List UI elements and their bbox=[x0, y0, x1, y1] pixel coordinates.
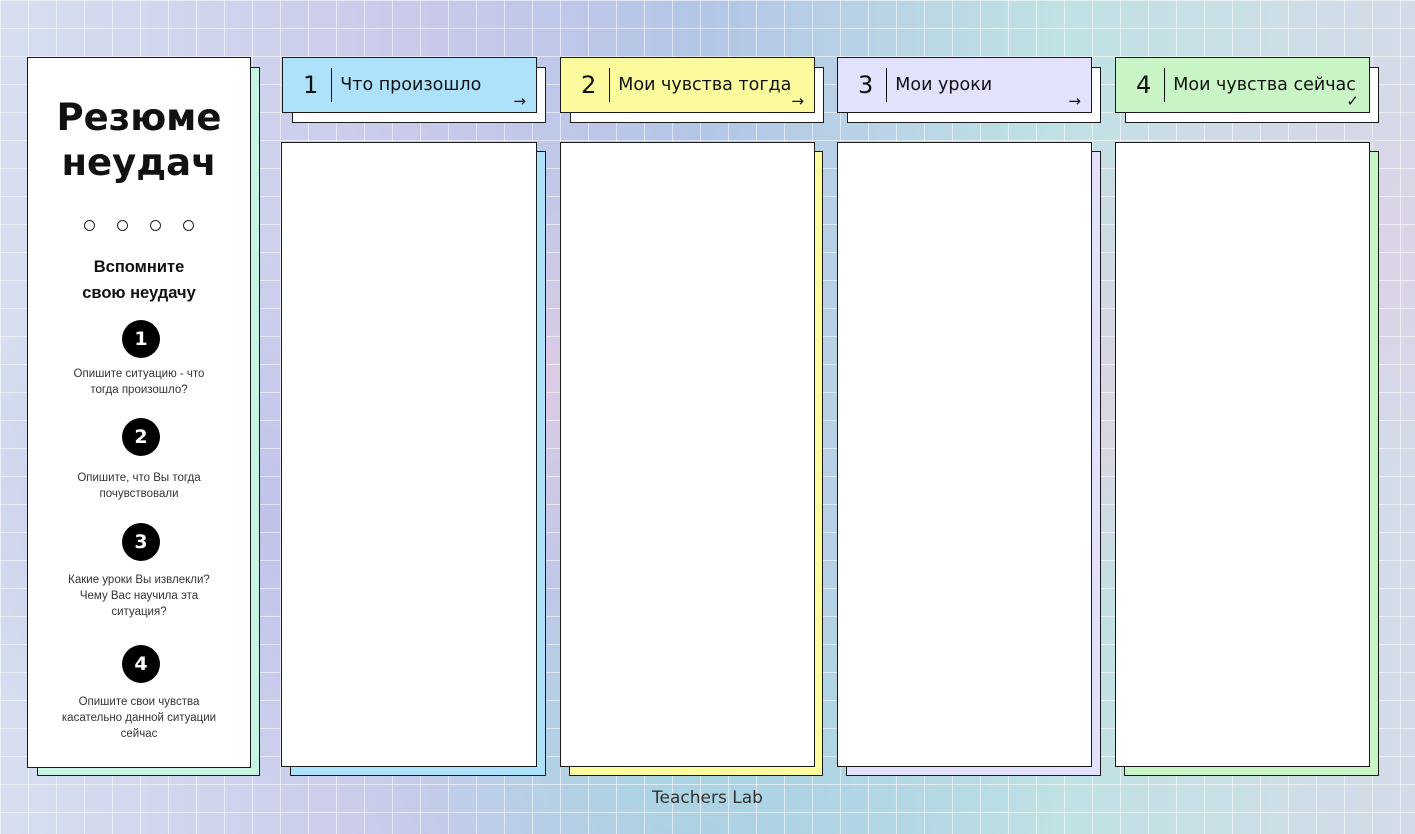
column-2-label: Мои чувства тогда bbox=[618, 75, 792, 95]
column-3-number: 3 bbox=[838, 68, 888, 102]
column-4-header[interactable]: 4 Мои чувства сейчас ✓ bbox=[1115, 57, 1370, 113]
step-2-text: Опишите, что Вы тогда почувствовали bbox=[48, 470, 230, 502]
decorative-dots bbox=[28, 220, 250, 231]
step-4-badge: 4 bbox=[122, 645, 160, 683]
column-2-header[interactable]: 2 Мои чувства тогда → bbox=[560, 57, 815, 113]
step-4-text-line2: касательно данной ситуации bbox=[61, 712, 217, 724]
arrow-right-icon: → bbox=[513, 92, 526, 110]
step-3-text-line2: Чему Вас научила эта bbox=[79, 590, 199, 602]
step-3-badge: 3 bbox=[122, 523, 160, 561]
column-2-area[interactable] bbox=[560, 142, 815, 767]
sidebar-title: Резюме неудач bbox=[28, 95, 250, 185]
step-2-text-line2: почувствовали bbox=[99, 488, 179, 500]
check-icon: ✓ bbox=[1346, 92, 1359, 110]
footer-brand: Teachers Lab bbox=[652, 788, 763, 808]
step-4-text-line3: сейчас bbox=[120, 728, 158, 740]
step-1-text-line2: тогда произошло? bbox=[90, 384, 188, 396]
step-1-text: Опишите ситуацию - что тогда произошло? bbox=[48, 366, 230, 398]
arrow-right-icon: → bbox=[791, 92, 804, 110]
column-4-label: Мои чувства сейчас bbox=[1173, 75, 1356, 95]
step-2-text-line1: Опишите, что Вы тогда bbox=[77, 472, 201, 484]
step-3-text-line3: ситуация? bbox=[111, 606, 167, 618]
dot-icon bbox=[183, 220, 194, 231]
sidebar-subtitle: Вспомните свою неудачу bbox=[28, 254, 250, 306]
column-3-header[interactable]: 3 Мои уроки → bbox=[837, 57, 1092, 113]
column-1-header[interactable]: 1 Что произошло → bbox=[282, 57, 537, 113]
dot-icon bbox=[84, 220, 95, 231]
step-3-text: Какие уроки Вы извлекли? Чему Вас научил… bbox=[48, 572, 230, 620]
column-1-area[interactable] bbox=[281, 142, 537, 767]
column-4-number: 4 bbox=[1116, 68, 1166, 102]
dot-icon bbox=[117, 220, 128, 231]
column-3-label: Мои уроки bbox=[895, 75, 993, 95]
sidebar-subtitle-line2: свою неудачу bbox=[82, 284, 196, 302]
sidebar-title-line1: Резюме bbox=[56, 96, 222, 139]
step-1-text-line1: Опишите ситуацию - что bbox=[73, 368, 205, 380]
arrow-right-icon: → bbox=[1068, 92, 1081, 110]
column-2-number: 2 bbox=[561, 68, 611, 102]
column-3-area[interactable] bbox=[837, 142, 1092, 767]
step-4-text: Опишите свои чувства касательно данной с… bbox=[38, 694, 240, 742]
sidebar-subtitle-line1: Вспомните bbox=[93, 258, 185, 276]
column-1-number: 1 bbox=[283, 68, 333, 102]
dot-icon bbox=[150, 220, 161, 231]
step-3-text-line1: Какие уроки Вы извлекли? bbox=[68, 574, 210, 586]
column-1-label: Что произошло bbox=[340, 75, 482, 95]
step-4-text-line1: Опишите свои чувства bbox=[78, 696, 200, 708]
sidebar-title-line2: неудач bbox=[61, 141, 217, 184]
column-4-area[interactable] bbox=[1115, 142, 1370, 767]
step-2-badge: 2 bbox=[122, 418, 160, 456]
step-1-badge: 1 bbox=[122, 320, 160, 358]
sidebar-panel: Резюме неудач Вспомните свою неудачу 1 О… bbox=[27, 57, 251, 768]
